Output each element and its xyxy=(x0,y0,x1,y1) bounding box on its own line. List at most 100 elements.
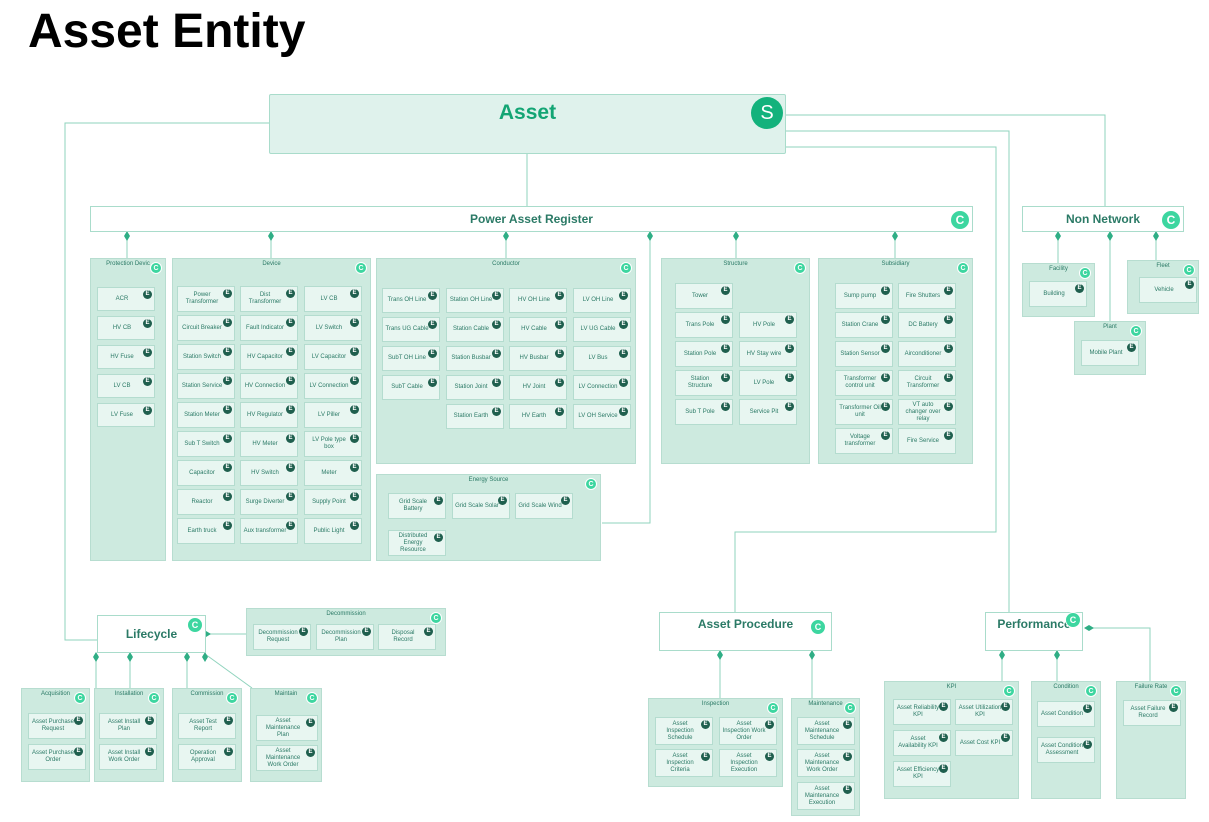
asset-procedure-node[interactable]: Asset Procedure C xyxy=(659,612,832,651)
lifecycle-node[interactable]: Lifecycle C xyxy=(97,615,206,653)
non-network-node[interactable]: Non Network C xyxy=(1022,206,1184,232)
asset-node[interactable]: Asset S xyxy=(269,94,786,154)
power-asset-register-node[interactable]: Power Asset Register C xyxy=(90,206,973,232)
performance-node[interactable]: Performance C xyxy=(985,612,1083,651)
